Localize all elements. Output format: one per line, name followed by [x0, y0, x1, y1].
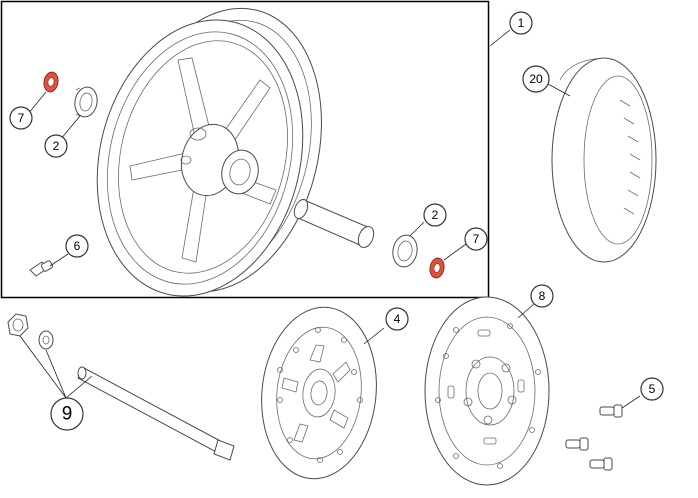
svg-text:7: 7: [473, 232, 480, 246]
axle-nut: [7, 313, 29, 337]
axle-spacer: [293, 198, 375, 249]
svg-text:4: 4: [394, 312, 401, 326]
svg-text:6: 6: [74, 239, 81, 253]
leader-7a: [27, 91, 47, 115]
axle: [77, 366, 235, 461]
callout-2a: 2: [44, 134, 68, 158]
leader-9: [19, 335, 93, 399]
leader-1: [489, 29, 511, 47]
svg-text:1: 1: [518, 16, 525, 30]
callout-2b: 2: [423, 203, 447, 227]
bearing-left: [74, 86, 98, 118]
seal-right-highlighted: [429, 257, 445, 279]
svg-text:7: 7: [18, 111, 25, 125]
svg-text:2: 2: [53, 139, 60, 153]
bearing-right: [392, 234, 418, 268]
leader-2b: [409, 221, 425, 237]
leader-5: [621, 395, 641, 409]
leader-2a: [59, 115, 81, 141]
disc-bolt-1: [599, 404, 623, 418]
leader-20: [547, 83, 571, 97]
leader-6: [49, 253, 69, 267]
brake-disc-large: [424, 296, 550, 486]
callout-8: 8: [530, 284, 554, 308]
wheel-rim: [96, 7, 322, 297]
valve-stem: [29, 260, 54, 277]
axle-washer: [38, 330, 54, 350]
leader-4: [363, 327, 385, 345]
brake-disc-small: [261, 306, 377, 480]
tire: [551, 57, 657, 263]
svg-text:9: 9: [62, 404, 73, 425]
callout-6: 6: [65, 234, 89, 258]
callout-20: 20: [522, 65, 550, 93]
callout-4: 4: [385, 307, 409, 331]
callout-1: 1: [509, 11, 533, 35]
leader-7b: [443, 243, 467, 261]
seal-left-highlighted: [43, 71, 59, 93]
wheel-assembly-frame: [0, 0, 490, 299]
svg-text:8: 8: [539, 289, 546, 303]
disc-bolt-2: [565, 437, 589, 451]
disc-bolt-3: [589, 457, 613, 471]
svg-text:20: 20: [529, 72, 543, 86]
callout-5: 5: [640, 377, 664, 401]
leader-8: [517, 303, 535, 319]
svg-text:2: 2: [432, 208, 439, 222]
callout-9: 9: [50, 397, 84, 431]
callout-7b: 7: [464, 227, 488, 251]
callout-7a: 7: [9, 106, 33, 130]
svg-text:5: 5: [649, 382, 656, 396]
